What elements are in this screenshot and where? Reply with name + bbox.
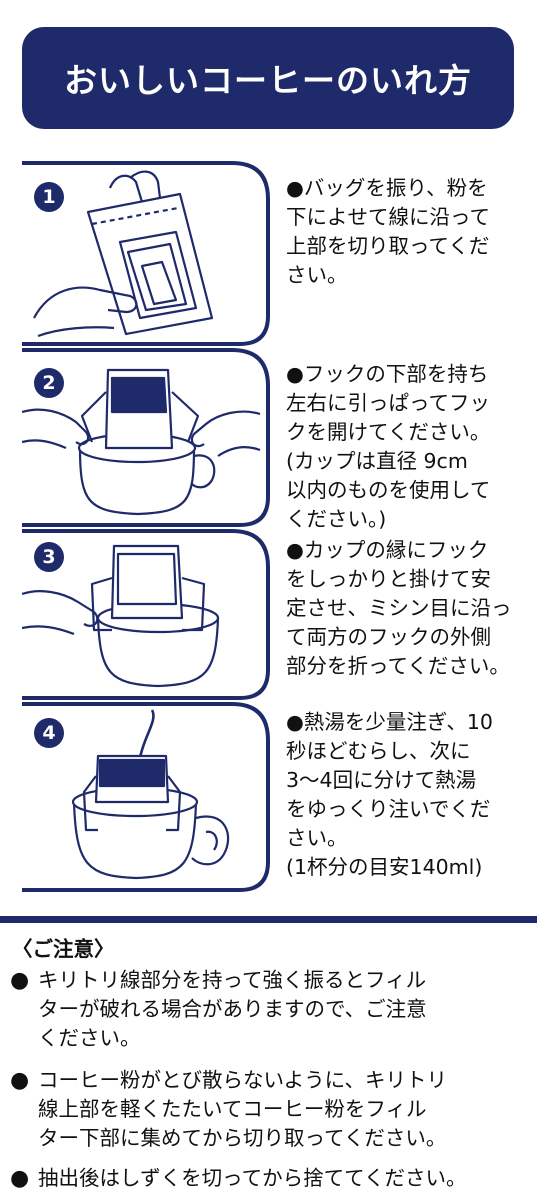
- step-1-number: 1: [34, 182, 64, 212]
- step-4-text: ●熱湯を少量注ぎ、10 秒ほどむらし、次に 3〜4回に分けて熱湯 をゆっくり注い…: [286, 710, 493, 879]
- step-4-illustration: [71, 709, 230, 880]
- step-2-text: ●フックの下部を持ち 左右に引っぱってフッ クを開けてください。 (カップは直径…: [286, 362, 491, 531]
- step-1-illustration: [33, 170, 214, 338]
- bullet-icon: ●: [10, 1166, 30, 1191]
- note-item-2: ● コーヒー粉がとび散らないように、キリトリ 線上部を軽くたたいてコーヒー粉をフ…: [10, 1066, 530, 1153]
- step-3-text: ●カップの縁にフック をしっかりと掛けて安 定させ、ミシン目に沿っ て両方のフッ…: [286, 538, 512, 678]
- bullet-icon: ●: [10, 968, 30, 993]
- step-3-number: 3: [34, 542, 64, 572]
- note-text: キリトリ線部分を持って強く振るとフィル ターが破れる場合がありますので、ご注意 …: [38, 968, 427, 1050]
- note-text: 抽出後はしずくを切ってから捨ててください。: [38, 1166, 467, 1190]
- section-divider: [0, 916, 537, 923]
- title-banner: おいしいコーヒーのいれ方: [22, 27, 514, 129]
- bullet-icon: ●: [10, 1068, 30, 1093]
- step-3-illustration: [22, 544, 220, 688]
- notes-heading: 〈ご注意〉: [12, 937, 115, 961]
- steps-frame: [22, 161, 270, 892]
- page-title: おいしいコーヒーのいれ方: [64, 61, 472, 100]
- step-4-number: 4: [34, 718, 64, 748]
- note-text: コーヒー粉がとび散らないように、キリトリ 線上部を軽くたたいてコーヒー粉をフィル…: [38, 1068, 447, 1150]
- step-2-number: 2: [34, 368, 64, 398]
- step-2-illustration: [22, 368, 261, 516]
- note-item-1: ● キリトリ線部分を持って強く振るとフィル ターが破れる場合がありますので、ご注…: [10, 966, 530, 1053]
- note-item-3: ● 抽出後はしずくを切ってから捨ててください。: [10, 1164, 530, 1193]
- step-1-text: ●バッグを振り、粉を 下によせて線に沿って 上部を切り取ってくだ さい。: [286, 176, 490, 287]
